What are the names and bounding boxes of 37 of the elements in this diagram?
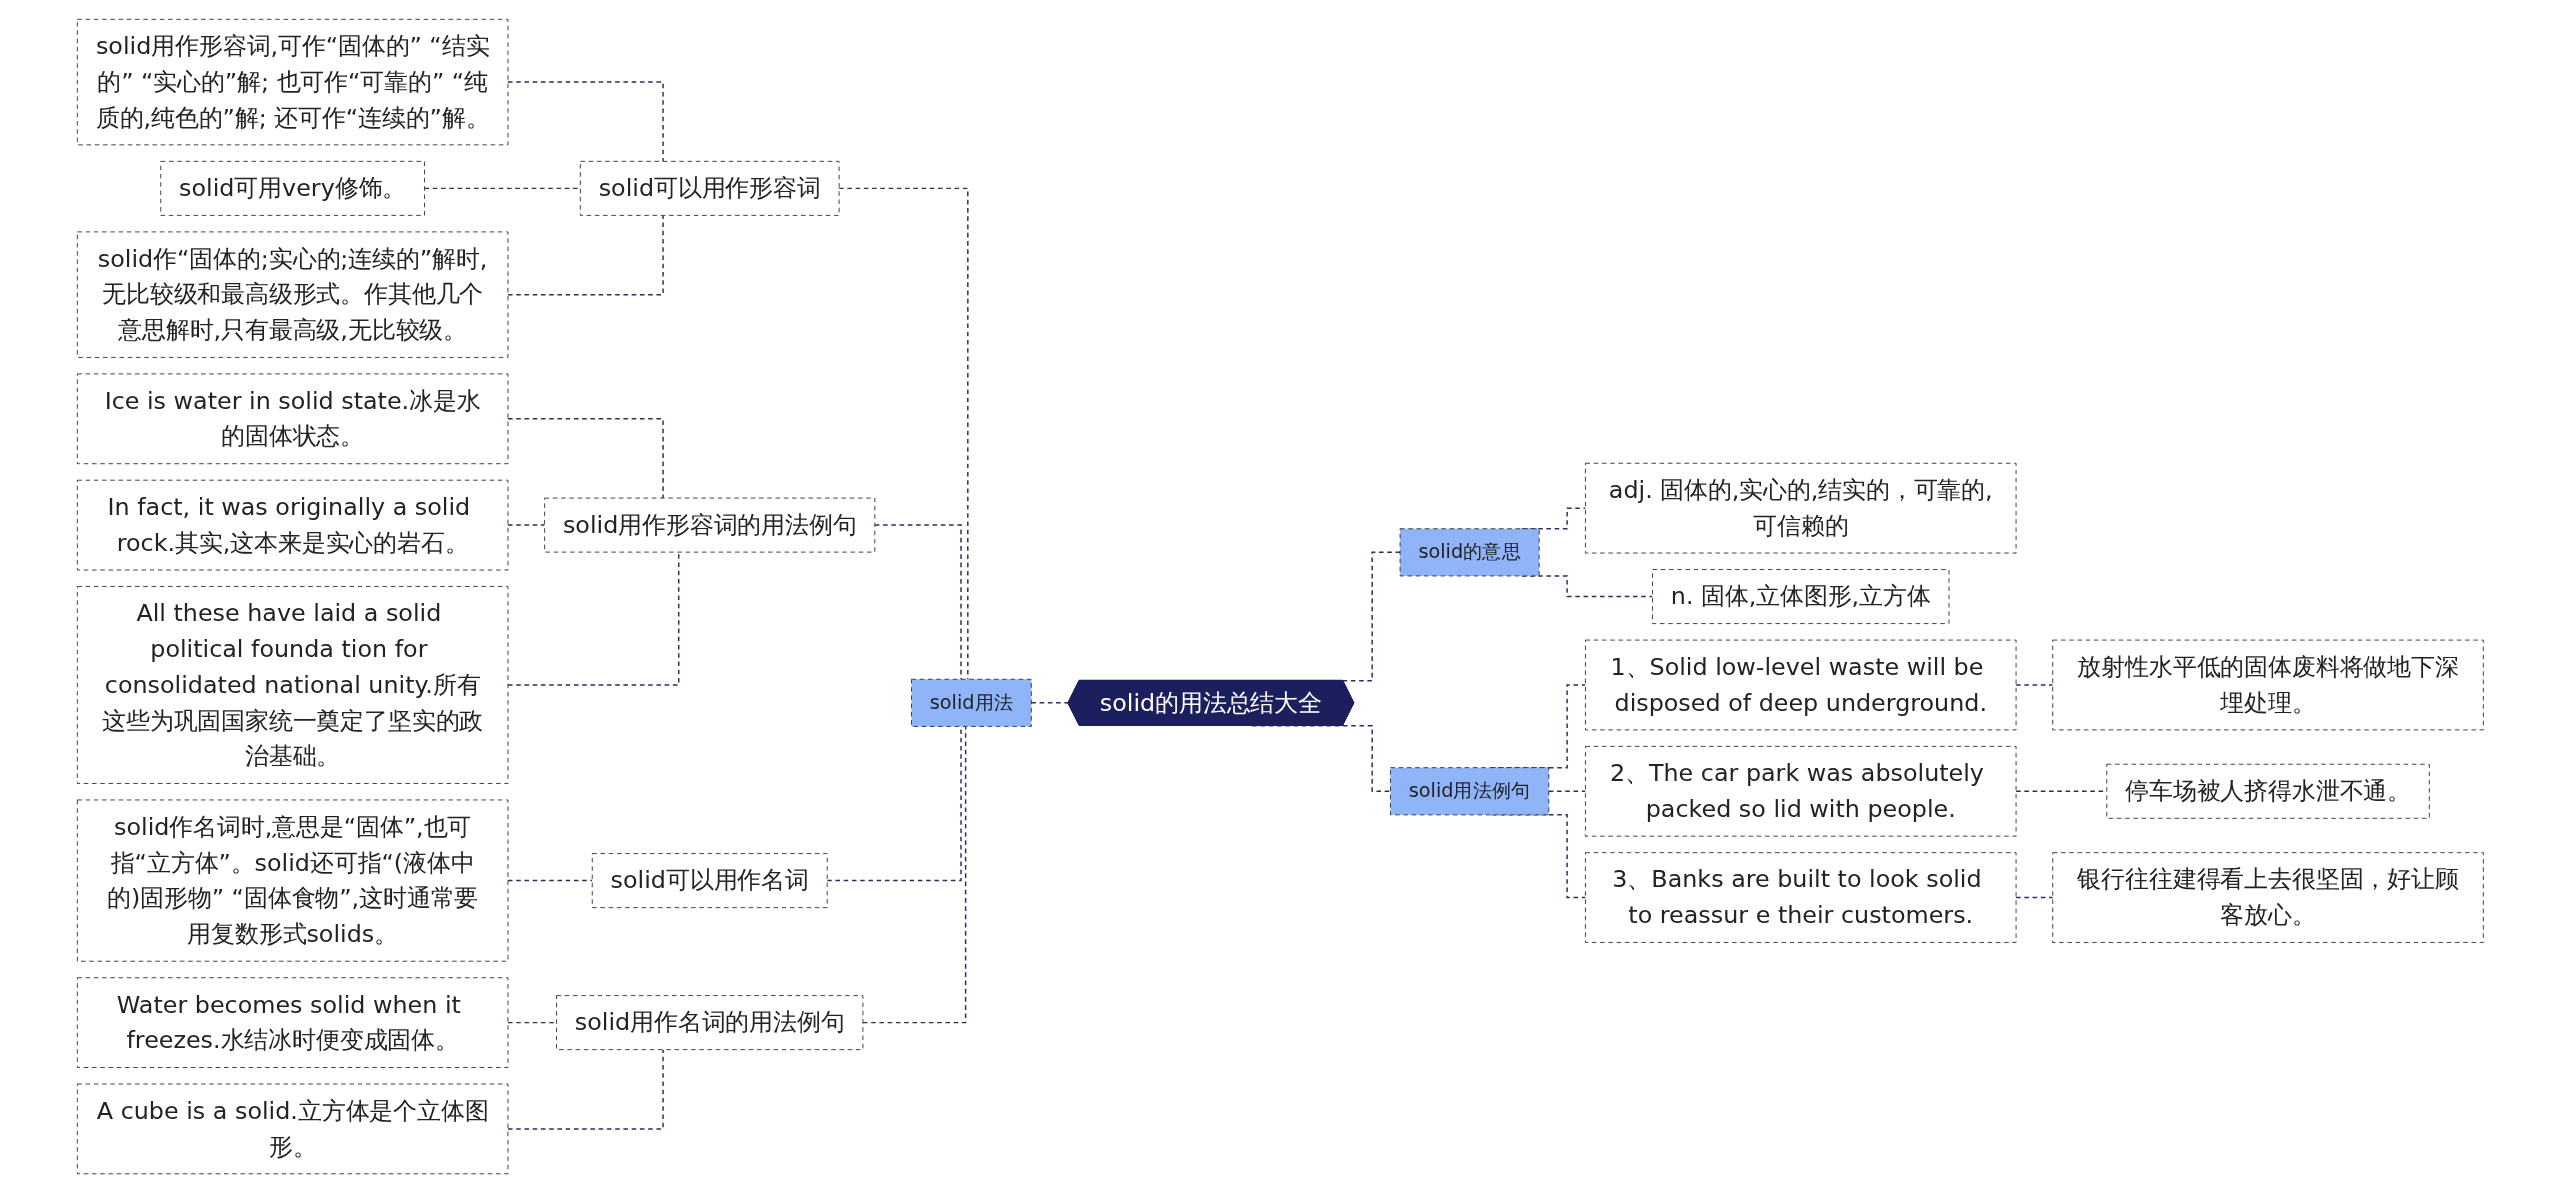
connector — [506, 524, 545, 526]
node-box: solid用作形容词,可作“固体的” “结实的” “实心的”解; 也可作“可靠的” “纯质的,纯色的”解; 还可作“连续的”解。 — [76, 18, 509, 146]
connector — [2015, 896, 2054, 899]
node-box: Water becomes solid when it freezes.水结冰时便变成固体。 — [76, 977, 509, 1068]
connector — [506, 214, 664, 296]
node-box: solid用作形容词的用法例句 — [543, 497, 875, 553]
node-box: All these have laid a solid political founda tion for consolidated national unity.所有这些为巩固国家统一奠定了坚实的政治基础。 — [76, 585, 509, 784]
connector — [506, 1048, 664, 1130]
connector — [506, 1021, 557, 1024]
node-box: 停车场被人挤得水泄不通。 — [2106, 763, 2430, 819]
node-box: solid作名词时,意思是“固体”,也可指“立方体”。solid还可指“(液体中的)固形物” “固体食物”,这时通常要用复数形式solids。 — [76, 799, 509, 962]
node-box: 1、Solid low-level waste will be disposed of deep underground. — [1584, 639, 2017, 731]
connector — [861, 725, 967, 1024]
connector — [1547, 790, 1586, 792]
node-box: solid用法 — [910, 678, 1032, 727]
node-box: solid可以用作形容词 — [579, 160, 840, 216]
node-box: solid可用very修饰。 — [159, 160, 425, 216]
node-box: 3、Banks are built to look solid to reassur e their customers. — [1584, 852, 2017, 943]
node-box: solid可以用作名词 — [591, 853, 828, 908]
node-box: solid的意思 — [1399, 528, 1540, 577]
node-box: solid用法例句 — [1389, 767, 1549, 816]
node-box: 放射性水平低的固体废料将做地下深埋处理。 — [2051, 639, 2484, 731]
node-box: In fact, it was originally a solid rock.其实,这本来是实心的岩石。 — [76, 479, 509, 571]
node-box: n. 固体,立体图形,立方体 — [1651, 569, 1950, 624]
node-box: A cube is a solid.立方体是个立体图形。 — [76, 1083, 509, 1175]
node-box: solid用作名词的用法例句 — [555, 995, 864, 1051]
connector — [506, 418, 664, 499]
connector — [2015, 684, 2054, 686]
connector — [423, 187, 581, 190]
connector — [1030, 702, 1069, 704]
node-box: 银行往往建得看上去很坚固，好让顾客放心。 — [2051, 852, 2484, 943]
connector — [506, 551, 680, 686]
connector — [506, 81, 664, 163]
node-box: solid作“固体的;实心的;连续的”解时,无比较级和最高级形式。作其他几个意思解时,只有最高级,无比较级。 — [76, 231, 509, 358]
node-box: 2、The car park was absolutely packed so lid with people. — [1584, 745, 2017, 837]
node-box: adj. 固体的,实心的,结实的，可靠的,可信赖的 — [1584, 462, 2017, 554]
node-box: Ice is water in solid state.冰是水的固体状态。 — [76, 373, 509, 465]
